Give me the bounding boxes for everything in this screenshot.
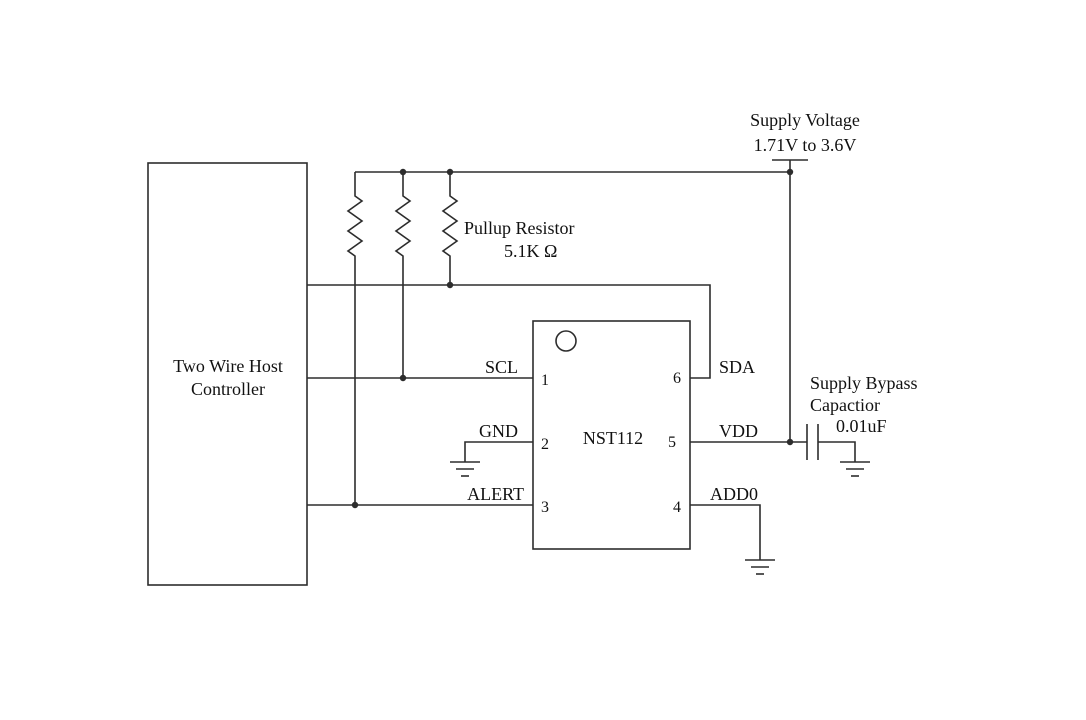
pin-labels: SCL GND ALERT SDA VDD ADD0 <box>467 357 758 504</box>
resistor-1 <box>346 172 364 505</box>
ic-box <box>532 320 691 550</box>
pin-number-1: 1 <box>541 372 549 389</box>
capacitor-ground-wire <box>818 441 856 462</box>
bypass-capacitor-label-line2: Capactior <box>810 395 880 415</box>
bypass-capacitor-label-line1: Supply Bypass <box>810 373 918 393</box>
ic-block: NST112 1 2 3 6 5 4 <box>532 320 691 550</box>
resistor-3 <box>441 172 459 285</box>
bypass-capacitor-value: 0.01uF <box>836 416 887 436</box>
host-controller-label-line2: Controller <box>191 379 265 399</box>
ground-symbol-add0 <box>745 559 775 575</box>
junction-dot <box>351 501 359 509</box>
host-controller-block: Two Wire Host Controller <box>147 162 308 586</box>
ground-symbol-gnd-pin <box>450 461 480 477</box>
pin-label-alert: ALERT <box>467 484 524 504</box>
pin-label-vdd: VDD <box>719 421 758 441</box>
supply-voltage-range: 1.71V to 3.6V <box>754 135 857 155</box>
pullup-resistors: Pullup Resistor 5.1K Ω <box>346 172 575 505</box>
supply-voltage-label: Supply Voltage <box>750 110 860 130</box>
pin-number-4: 4 <box>673 499 681 516</box>
pullup-resistor-value: 5.1K Ω <box>504 241 557 261</box>
pin-label-gnd: GND <box>479 421 518 441</box>
pin-number-2: 2 <box>541 436 549 453</box>
junction-dot <box>786 438 794 446</box>
pin-label-add0: ADD0 <box>710 484 758 504</box>
sda-wire <box>307 284 711 379</box>
resistor-2 <box>394 172 412 378</box>
pin-number-5: 5 <box>668 434 676 451</box>
supply-rail: Supply Voltage 1.71V to 3.6V <box>355 110 860 442</box>
pin-label-sda: SDA <box>719 357 755 377</box>
pin-number-6: 6 <box>673 370 681 387</box>
host-controller-box <box>147 162 308 586</box>
pullup-resistor-label: Pullup Resistor <box>464 218 575 238</box>
junction-dot <box>399 168 407 176</box>
signal-wires <box>307 284 807 560</box>
junction-dot <box>446 168 454 176</box>
pin1-indicator-icon <box>555 330 577 352</box>
gnd-wire <box>464 441 533 462</box>
host-controller-label-line1: Two Wire Host <box>173 356 283 376</box>
ground-symbol-bypass <box>840 461 870 477</box>
pin-label-scl: SCL <box>485 357 518 377</box>
junction-dot <box>446 281 454 289</box>
bypass-capacitor: Supply Bypass Capactior 0.01uF <box>806 373 918 462</box>
junction-dot <box>786 168 794 176</box>
ic-name: NST112 <box>583 428 643 448</box>
pin-number-3: 3 <box>541 499 549 516</box>
junction-dot <box>399 374 407 382</box>
junction-dots <box>351 168 794 509</box>
add0-wire <box>690 504 761 560</box>
